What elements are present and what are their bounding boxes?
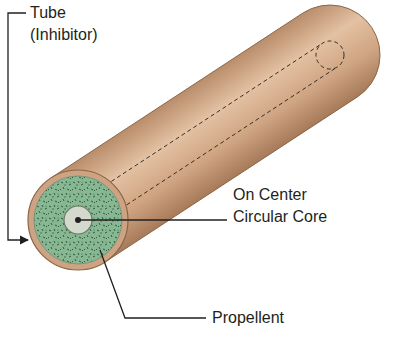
part-label: Tube (Inhibitor): [30, 2, 122, 46]
leader-lines: [8, 13, 227, 318]
part-label: Propellent: [212, 307, 322, 329]
part-label: On Center Circular Core: [233, 184, 363, 228]
